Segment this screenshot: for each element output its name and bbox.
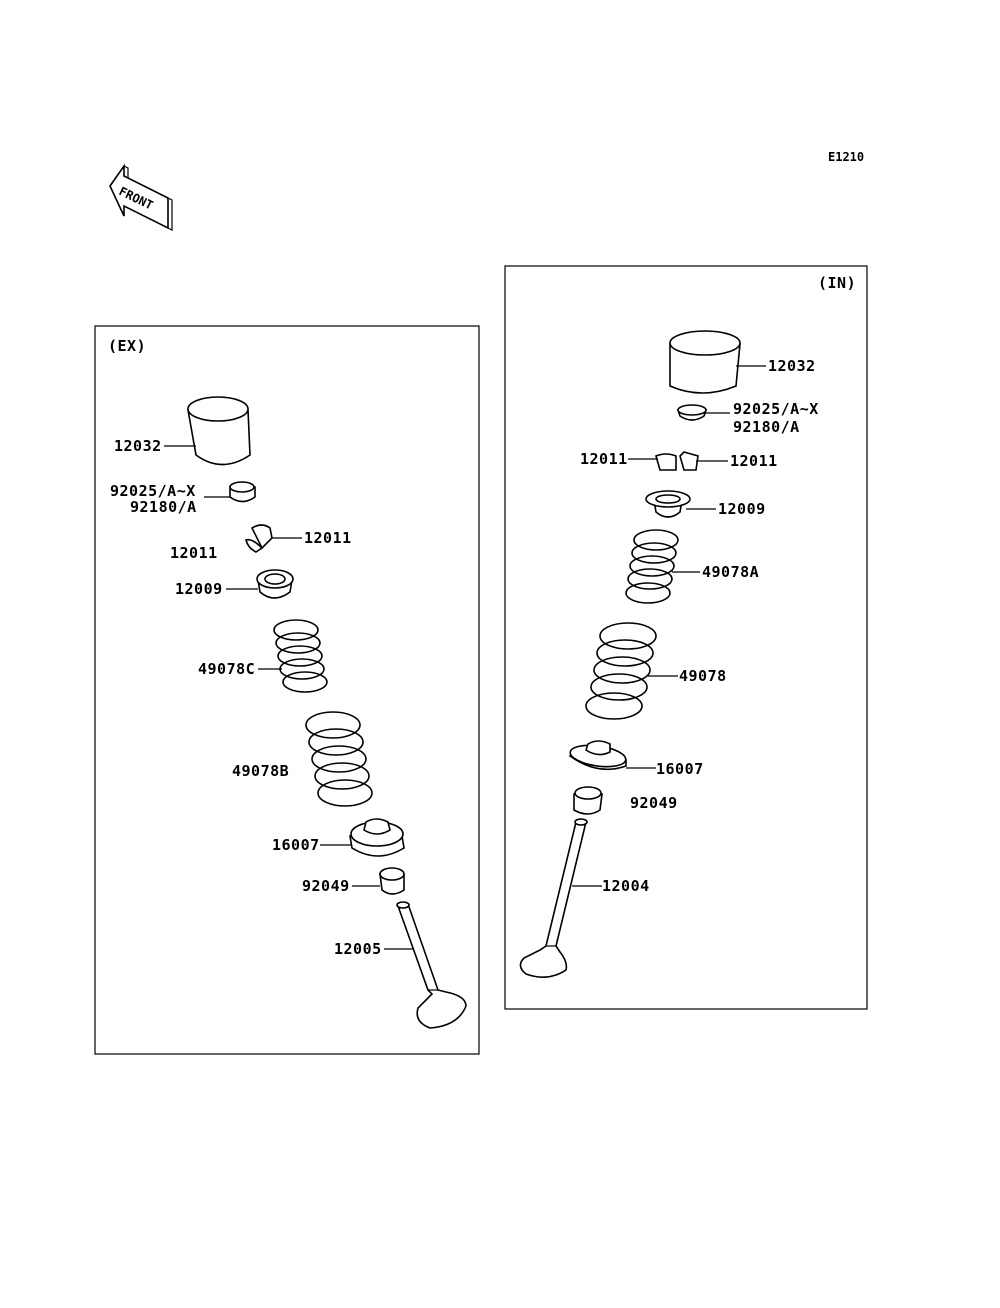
in-seat-part: [568, 740, 627, 771]
in-shim-label-a: 92025/A~X: [733, 400, 819, 418]
in-cotter-right-label: 12011: [730, 452, 778, 470]
ex-shim-label-b: 92180/A: [130, 498, 197, 516]
in-retainer-label: 12009: [718, 500, 766, 518]
ex-shim-part: [229, 481, 256, 503]
in-valve-part: [519, 818, 588, 978]
in-lifter-part: [669, 330, 741, 394]
diagram-code: E1210: [828, 150, 864, 164]
in-seal-label: 92049: [630, 794, 678, 812]
in-retainer-part: [645, 490, 691, 518]
ex-retainer-part: [256, 569, 294, 599]
in-lifter-label: 12032: [768, 357, 816, 375]
ex-spring-outer-label: 49078B: [232, 762, 289, 780]
exhaust-frame: [94, 325, 480, 1055]
ex-seal-part: [379, 867, 405, 895]
ex-shim-label-a: 92025/A~X: [110, 482, 196, 500]
ex-spring-inner-label: 49078C: [198, 660, 255, 678]
ex-lifter-part: [187, 396, 251, 466]
ex-cotter-right-label: 12011: [304, 529, 352, 547]
exhaust-title: (EX): [108, 337, 146, 355]
in-cotter-left-label: 12011: [580, 450, 628, 468]
intake-frame: [504, 265, 868, 1010]
in-spring-outer-part: [585, 622, 657, 720]
ex-spring-outer-part: [305, 711, 373, 807]
ex-lifter-label: 12032: [114, 437, 162, 455]
in-spring-inner-label: 49078A: [702, 563, 759, 581]
in-shim-part: [676, 404, 708, 421]
ex-seat-label: 16007: [272, 836, 320, 854]
ex-spring-inner-part: [273, 619, 328, 693]
in-seal-part: [573, 786, 603, 815]
in-shim-label-b: 92180/A: [733, 418, 800, 436]
front-arrow-icon: FRONT: [109, 163, 173, 231]
intake-panel: (IN) 12032 92025/A~X 92180/A 12011 12011: [504, 265, 868, 1010]
in-spring-outer-label: 49078: [679, 667, 727, 685]
in-spring-inner-part: [625, 529, 679, 604]
in-cotter-part: [655, 451, 699, 471]
in-seat-label: 16007: [656, 760, 704, 778]
ex-cotter-left-label: 12011: [170, 544, 218, 562]
ex-seal-label: 92049: [302, 877, 350, 895]
ex-seat-part: [349, 818, 405, 857]
intake-title: (IN): [818, 274, 856, 292]
ex-valve-label: 12005: [334, 940, 382, 958]
ex-retainer-label: 12009: [175, 580, 223, 598]
ex-valve-part: [396, 901, 467, 1029]
exhaust-panel: (EX) 12032 92025/A~X 92180/A 12011 12011: [94, 325, 480, 1055]
in-valve-label: 12004: [602, 877, 650, 895]
ex-cotter-part: [245, 524, 273, 553]
